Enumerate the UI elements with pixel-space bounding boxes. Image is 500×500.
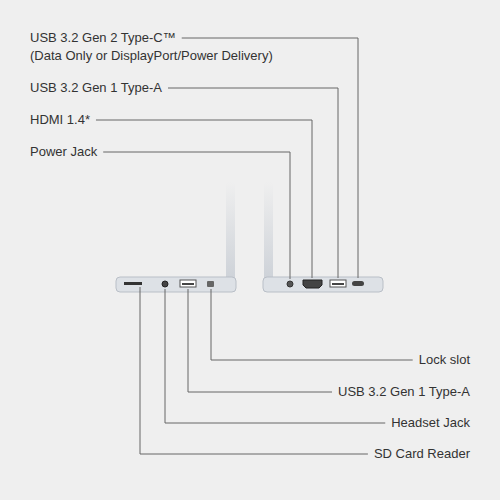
leader-line — [103, 152, 290, 279]
laptop-base — [116, 277, 236, 292]
usb-c-port — [352, 281, 364, 286]
leader-line — [165, 289, 385, 423]
leader-line — [211, 289, 413, 360]
port-label: HDMI 1.4* — [30, 111, 90, 129]
leader-line — [182, 38, 358, 278]
sd-slot — [124, 282, 142, 285]
usb-a-port — [180, 280, 196, 287]
usb-a-tongue — [182, 283, 194, 285]
port-label: Headset Jack — [391, 414, 470, 432]
hdmi-port — [303, 280, 322, 288]
leader-line — [96, 120, 312, 278]
usb-a-tongue — [332, 283, 344, 285]
leader-line — [140, 287, 368, 454]
port-label: USB 3.2 Gen 1 Type-A — [30, 79, 162, 97]
usb-a-port — [330, 280, 346, 287]
laptop-lid — [264, 182, 273, 292]
port-label: Power Jack — [30, 143, 97, 161]
laptop-base — [263, 277, 383, 292]
lock-slot — [207, 281, 214, 287]
port-label: SD Card Reader — [374, 445, 470, 463]
port-label: (Data Only or DisplayPort/Power Delivery… — [30, 47, 273, 65]
port-label: USB 3.2 Gen 1 Type-A — [338, 383, 470, 401]
port-label: Lock slot — [419, 351, 470, 369]
laptop-lid — [226, 182, 235, 292]
headset-jack — [162, 281, 168, 287]
leader-line — [188, 289, 332, 392]
port-label: USB 3.2 Gen 2 Type-C™ — [30, 29, 176, 47]
power-jack — [287, 281, 293, 287]
